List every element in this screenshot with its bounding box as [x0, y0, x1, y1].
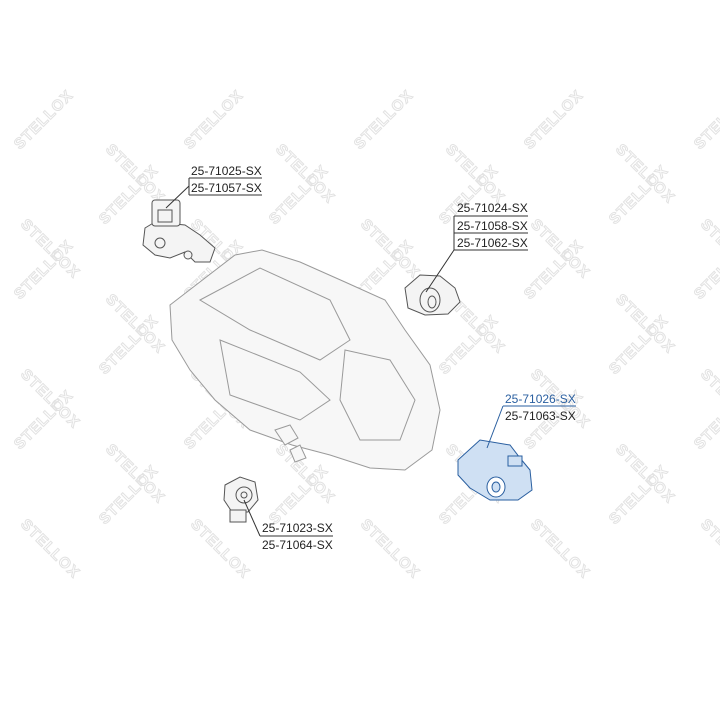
watermark-text: STELLOX	[181, 87, 247, 153]
watermark-text: STELLOX	[521, 87, 587, 153]
watermark-text: STELLOX	[691, 87, 720, 153]
part-number-label[interactable]: 25-71064-SX	[262, 538, 333, 552]
callout-4: 25-71023-SX 25-71064-SX	[243, 499, 333, 552]
part-number-label[interactable]: 25-71057-SX	[191, 181, 262, 195]
engine-illustration	[169, 249, 441, 471]
part-number-label[interactable]: 25-71024-SX	[457, 201, 528, 215]
part-number-label[interactable]: 25-71025-SX	[191, 164, 262, 178]
watermark-text: STELLOX	[17, 516, 83, 582]
part-number-label[interactable]: 25-71058-SX	[457, 219, 528, 233]
callout-2: 25-71024-SX 25-71058-SX 25-71062-SX	[425, 201, 528, 293]
watermark-text: STELLOX	[527, 516, 593, 582]
watermark-text: STELLOX	[11, 87, 77, 153]
engine-mount-part-3-highlighted[interactable]	[457, 439, 533, 501]
watermark-text: STELLOX	[351, 87, 417, 153]
part-number-label[interactable]: 25-71062-SX	[457, 236, 528, 250]
watermark-text: STELLOX	[357, 516, 423, 582]
engine-mount-part-2[interactable]	[404, 274, 461, 316]
callout-3: 25-71026-SX 25-71063-SX	[486, 392, 576, 449]
part-number-label[interactable]: 25-71063-SX	[505, 409, 576, 423]
watermark-text: STELLOX	[691, 237, 720, 303]
engine-mount-part-1[interactable]	[142, 199, 216, 263]
part-number-label[interactable]: 25-71023-SX	[262, 521, 333, 535]
part-number-label-highlighted[interactable]: 25-71026-SX	[505, 392, 576, 406]
watermark-text: STELLOX	[187, 516, 253, 582]
callout-1: 25-71025-SX 25-71057-SX	[165, 164, 262, 209]
watermark-text: STELLOX	[691, 387, 720, 453]
engine-mount-part-4[interactable]	[223, 476, 259, 523]
watermark-text: STELLOX	[697, 516, 720, 582]
